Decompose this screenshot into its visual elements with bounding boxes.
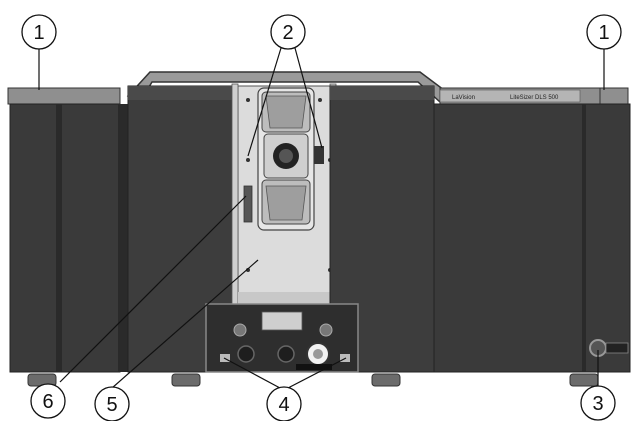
- svg-text:5: 5: [106, 394, 117, 416]
- callout-5: 5: [94, 386, 130, 421]
- callout-1-left: 1: [21, 14, 57, 50]
- feet: [27, 373, 599, 387]
- port-round-1[interactable]: [237, 345, 255, 363]
- callout-6: 6: [30, 383, 66, 419]
- right-outer-housing: [582, 87, 631, 373]
- power-label-plate: [605, 342, 629, 354]
- nameplate-left: LaVision: [452, 95, 475, 101]
- svg-text:1: 1: [598, 22, 609, 44]
- svg-text:6: 6: [42, 391, 53, 413]
- nameplate: [439, 89, 581, 103]
- callout-1-right: 1: [586, 14, 622, 50]
- svg-text:3: 3: [592, 393, 603, 415]
- nameplate-right: LiteSizer DLS 500: [510, 95, 559, 101]
- sample-cell-assembly: [243, 87, 332, 272]
- d-sub-connector[interactable]: [261, 311, 303, 331]
- connector-2: [314, 146, 324, 164]
- callout-4: 4: [266, 386, 302, 421]
- right-housing: LaVision LiteSizer DLS 500: [433, 87, 601, 373]
- left-housing: [7, 87, 128, 373]
- connector-panel: [205, 303, 359, 373]
- svg-text:1: 1: [33, 22, 44, 44]
- port-round-2[interactable]: [277, 345, 295, 363]
- leader-lines: [38, 47, 605, 389]
- svg-text:2: 2: [282, 22, 293, 44]
- slot-6: [243, 185, 253, 223]
- svg-text:4: 4: [278, 394, 289, 416]
- callout-3: 3: [580, 385, 616, 421]
- callout-2: 2: [270, 14, 306, 50]
